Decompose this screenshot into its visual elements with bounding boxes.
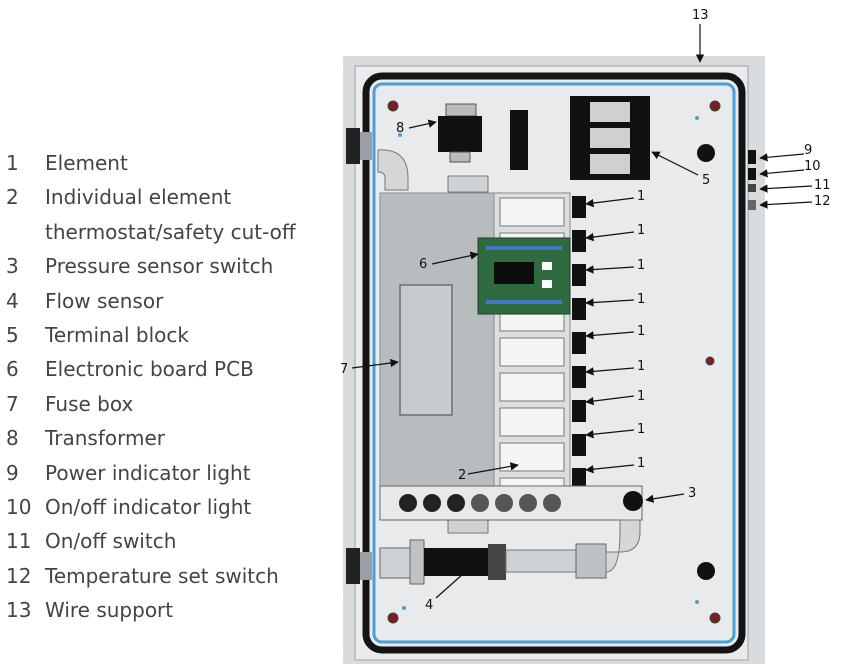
corner-screws [387, 100, 721, 624]
legend-item-thermostat: 2 Individual element [6, 180, 296, 214]
legend-label: Element [45, 151, 128, 175]
callout-1-g: 1 [637, 389, 645, 404]
legend-number: 3 [6, 254, 19, 279]
legend-number: 7 [6, 391, 19, 416]
inlet-elbow [377, 149, 409, 191]
callout-9: 9 [804, 143, 812, 158]
legend-item-pressure-sensor: 3 Pressure sensor switch [6, 249, 296, 283]
legend-item-transformer: 8 Transformer [6, 421, 296, 455]
legend-item-fuse-box: 7 Fuse box [6, 387, 296, 421]
callout-11: 11 [814, 178, 831, 193]
callout-12: 12 [814, 194, 831, 209]
door-gasket [362, 72, 746, 654]
legend-label: Power indicator light [45, 460, 251, 485]
legend-label: Flow sensor [45, 288, 164, 313]
legend-label: Fuse box [45, 391, 134, 416]
legend-item-flow-sensor: 4 Flow sensor [6, 284, 296, 318]
legend-number: 4 [6, 288, 19, 313]
legend-label: On/off indicator light [45, 495, 252, 520]
element-connectors [572, 196, 586, 490]
control-module [510, 110, 528, 170]
legend-number: 13 [6, 598, 32, 623]
legend-number: 10 [6, 495, 32, 520]
legend-item-temp-switch: 12 Temperature set switch [6, 559, 296, 593]
callout-3: 3 [688, 486, 696, 501]
callout-8: 8 [396, 121, 404, 136]
legend-label: Individual element [45, 185, 232, 210]
legend: 1 Element 2 Individual element thermostat/… [6, 146, 296, 628]
legend-item-pcb: 6 Electronic board PCB [6, 352, 296, 386]
callout-7: 7 [340, 362, 348, 377]
callout-1-f: 1 [637, 359, 645, 374]
callout-2: 2 [458, 468, 466, 483]
terminal-block [570, 96, 650, 180]
legend-label: thermostat/safety cut-off [45, 219, 296, 244]
legend-number: 12 [6, 563, 32, 588]
legend-item-wire-support: 13 Wire support [6, 593, 296, 627]
callout-1-i: 1 [637, 456, 645, 471]
top-bracket [447, 175, 489, 193]
legend-label: Wire support [45, 598, 174, 623]
transformer [438, 103, 482, 163]
callout-5: 5 [702, 173, 710, 188]
legend-number: 11 [6, 529, 32, 554]
pcb-board [477, 237, 571, 315]
callout-1-h: 1 [637, 422, 645, 437]
leader-lines [351, 24, 813, 599]
legend-label: Electronic board PCB [45, 357, 254, 382]
legend-number: 2 [6, 185, 19, 210]
outlet-pipework [379, 519, 641, 585]
callout-1-b: 1 [637, 223, 645, 238]
legend-number: 8 [6, 426, 19, 451]
hinge-bottom [346, 548, 372, 584]
legend-number: 1 [6, 151, 19, 175]
pressure-sensor [623, 491, 643, 511]
callout-4: 4 [425, 598, 433, 613]
hinge-top [346, 128, 372, 164]
legend-item-thermostat-cont: thermostat/safety cut-off [6, 215, 296, 249]
legend-label: Pressure sensor switch [45, 254, 274, 279]
small-dots [398, 116, 699, 610]
legend-item-onoff-light: 10 On/off indicator light [6, 490, 296, 524]
legend-item-onoff-switch: 11 On/off switch [6, 524, 296, 558]
callout-10: 10 [804, 159, 821, 174]
legend-item-power-light: 9 Power indicator light [6, 456, 296, 490]
legend-number: 9 [6, 460, 19, 485]
legend-label: Terminal block [45, 323, 189, 348]
legend-number: 5 [6, 323, 19, 348]
legend-item-terminal-block: 5 Terminal block [6, 318, 296, 352]
callout-1-a: 1 [637, 189, 645, 204]
callout-6: 6 [419, 257, 427, 272]
side-switches [748, 150, 756, 210]
legend-label: Transformer [45, 426, 166, 451]
legend-label: On/off switch [45, 529, 177, 554]
legend-item-element: 1 Element [6, 146, 296, 180]
callout-labels: 13 9 10 11 12 5 8 6 7 1 1 1 1 1 1 1 1 1 … [340, 8, 831, 613]
callout-1-c: 1 [637, 258, 645, 273]
callout-1-e: 1 [637, 324, 645, 339]
manifold [379, 485, 643, 521]
legend-number: 6 [6, 357, 19, 382]
cable-glands [697, 144, 715, 580]
callout-13: 13 [692, 8, 709, 23]
legend-label: Temperature set switch [45, 563, 279, 588]
fuse-box-cover [399, 284, 453, 416]
callout-1-d: 1 [637, 292, 645, 307]
